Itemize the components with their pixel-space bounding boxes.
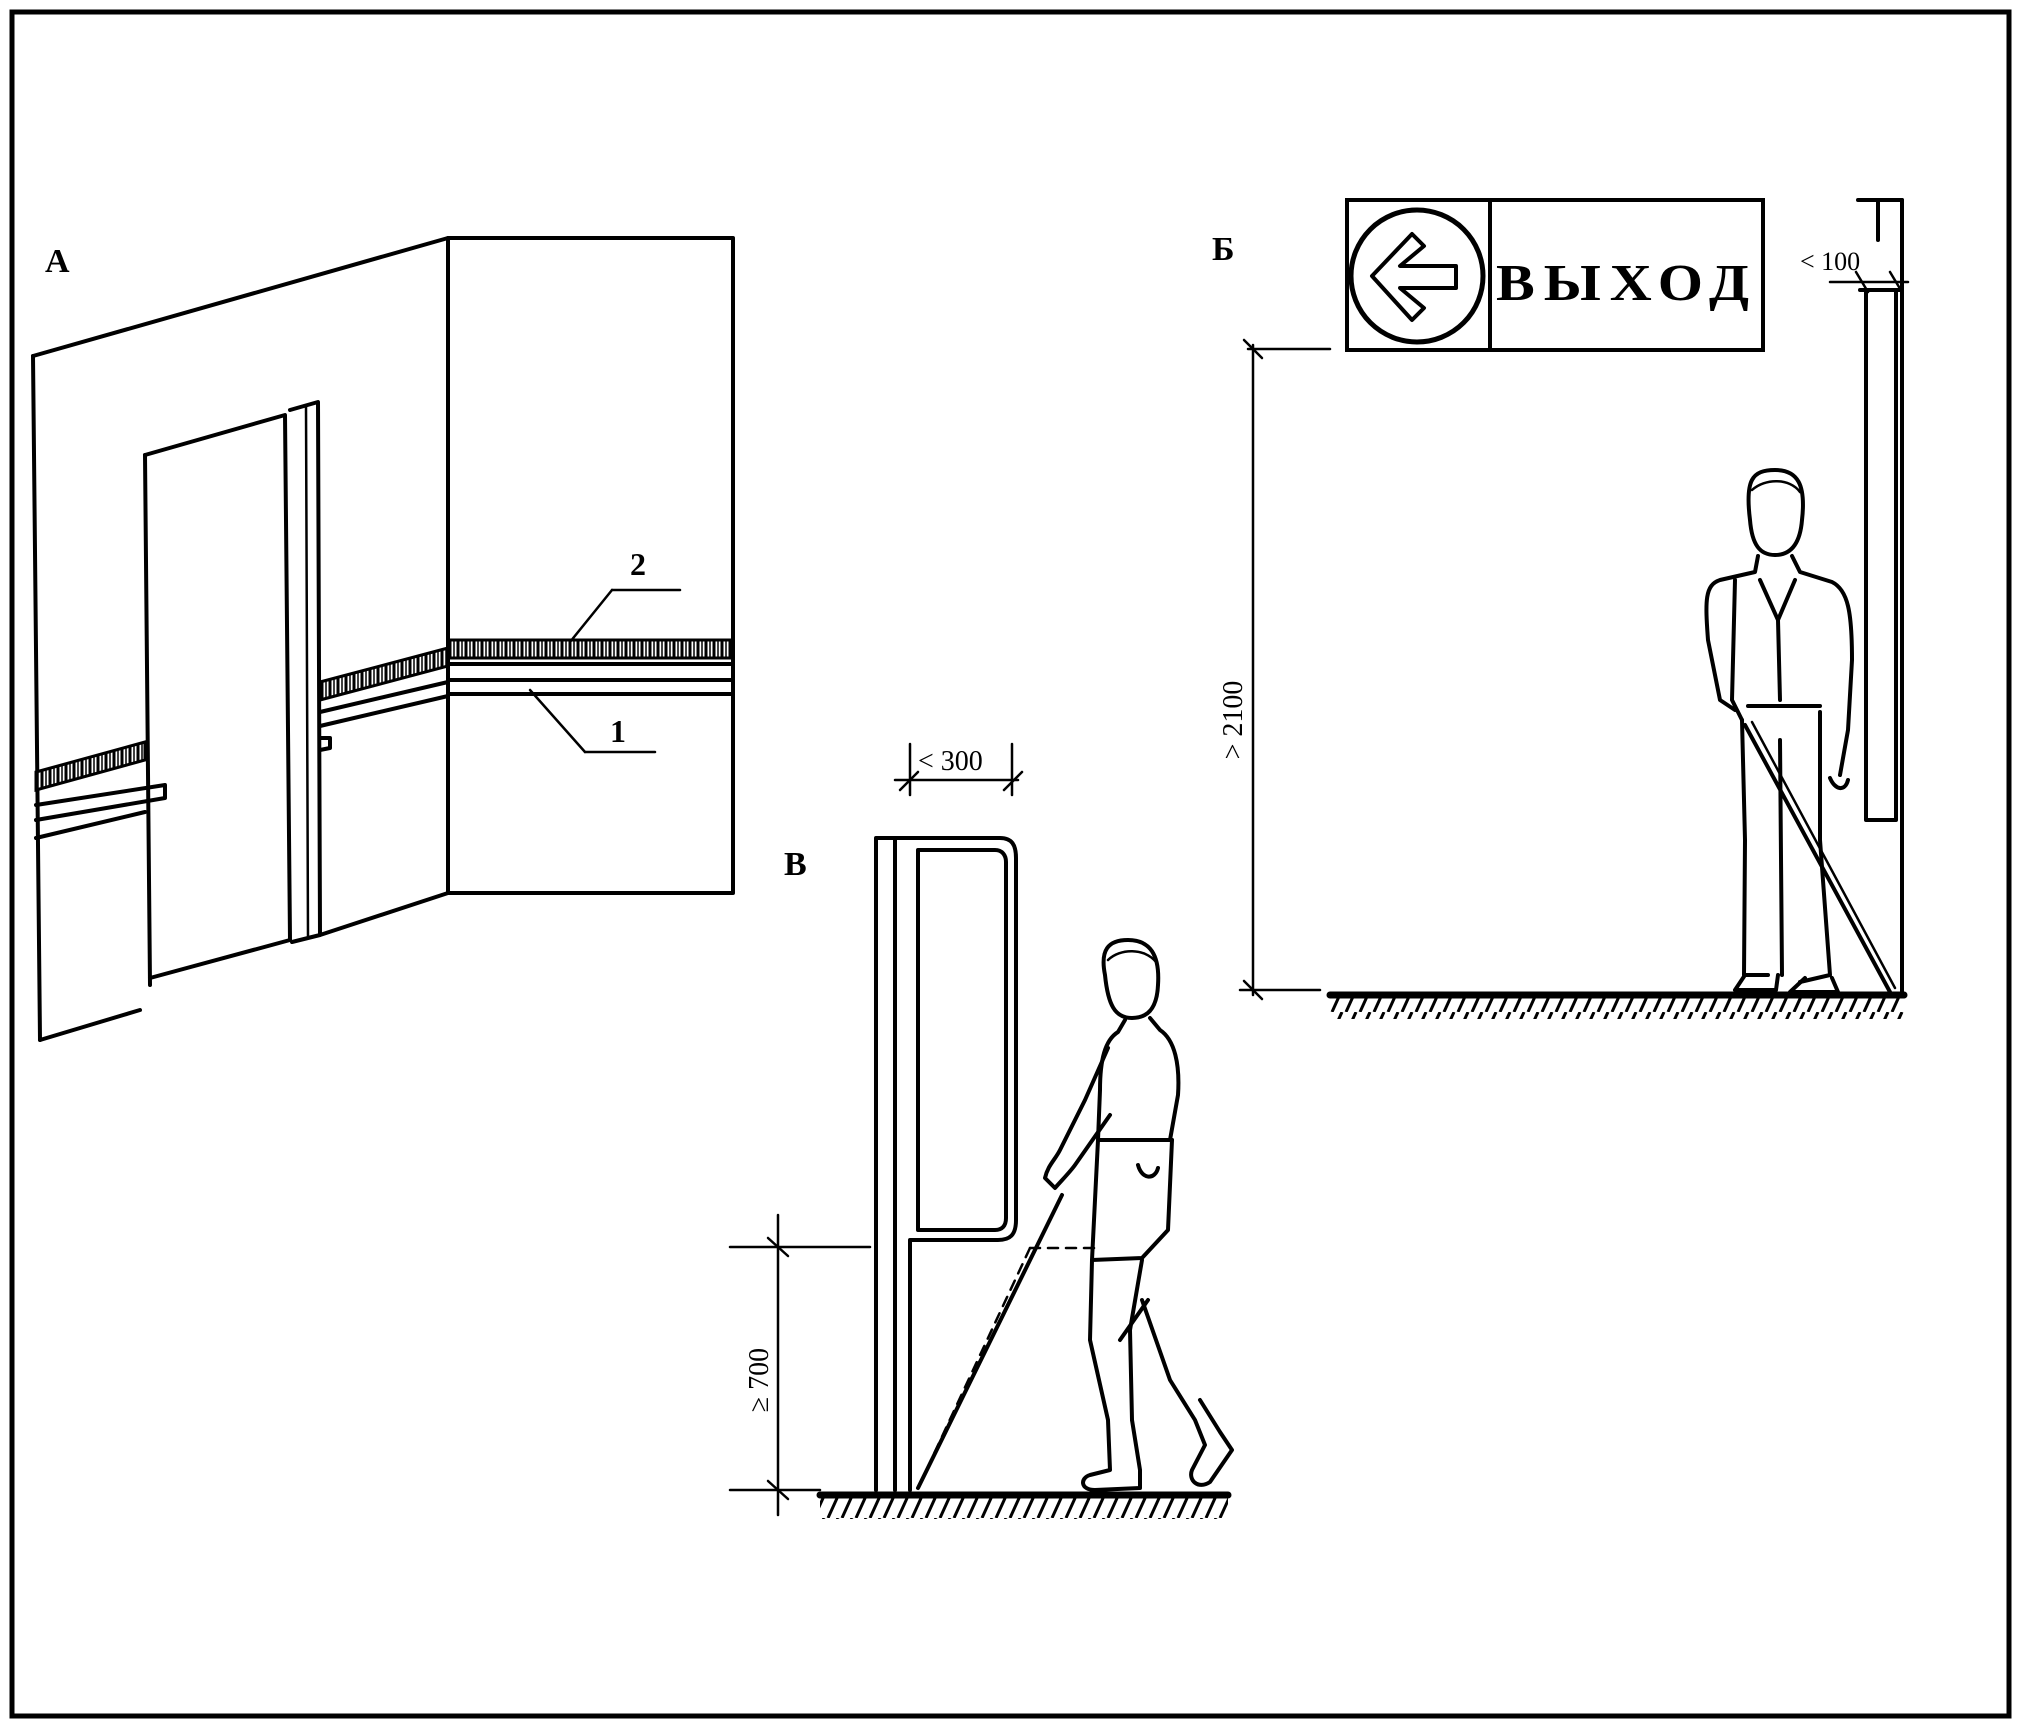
door <box>143 400 322 987</box>
person-standing <box>1704 468 1897 994</box>
cane-sweep <box>916 1193 1100 1490</box>
dim-offset-label: < 100 <box>1800 247 1860 276</box>
dim-height-v: ≥ 700 <box>728 1213 872 1517</box>
outer-frame <box>9 9 2012 1719</box>
handrail-left <box>34 740 167 840</box>
exit-sign-text: ВЫХОД <box>1496 255 1758 312</box>
dim-height-b-label: > 2100 <box>1218 681 1249 760</box>
glass-door <box>874 836 1018 1492</box>
callout-1: 1 <box>528 688 657 754</box>
handrail-middle <box>318 646 450 752</box>
corridor-walls <box>31 236 735 1042</box>
dim-width-v: < 300 <box>893 742 1024 797</box>
callout-1-label: 1 <box>610 713 626 749</box>
panel-b-label: Б <box>1212 231 1234 268</box>
callout-2: 2 <box>568 546 682 644</box>
arrow-left-icon <box>1348 207 1486 345</box>
panel-a-label: А <box>45 243 70 280</box>
wall <box>1856 198 1904 997</box>
panel-v-label: В <box>784 846 807 883</box>
handrail-right <box>446 638 735 696</box>
dim-height-v-label: ≥ 700 <box>744 1348 775 1412</box>
panel-v: В < 300 ≥ 700 <box>728 742 1234 1519</box>
dim-offset: < 100 <box>1800 247 1910 294</box>
floor-b <box>1326 991 1908 1019</box>
dim-width-v-label: < 300 <box>918 746 983 777</box>
panel-b: Б ВЫХОД < 100 <box>1212 198 1910 1019</box>
exit-sign: ВЫХОД <box>1345 198 1765 352</box>
dim-height-b: > 2100 <box>1218 338 1332 1001</box>
panel-a: А <box>31 236 735 1042</box>
person-walking <box>1043 938 1234 1492</box>
floor-v <box>816 1491 1232 1519</box>
arrow-left-shape <box>1370 232 1458 322</box>
callout-2-label: 2 <box>630 546 646 582</box>
